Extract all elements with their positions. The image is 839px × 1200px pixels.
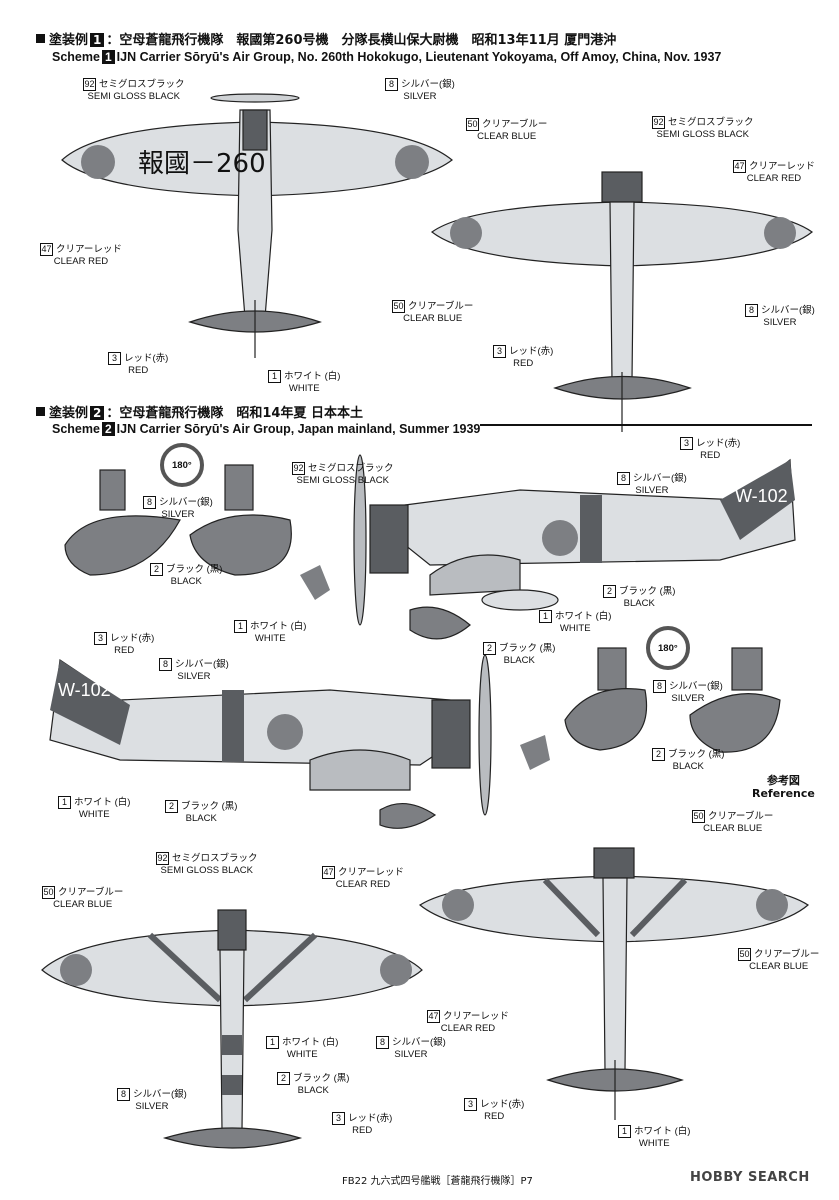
watermark: HOBBY SEARCH bbox=[690, 1170, 810, 1185]
bullet-square-icon bbox=[36, 34, 45, 43]
scheme2-jp-prefix: 塗装例 bbox=[49, 406, 89, 421]
scheme2-side-view-a: W-102 bbox=[353, 454, 796, 640]
scheme2-side-view-b: W-102 bbox=[49, 654, 492, 829]
scheme1-jp-prefix: 塗装例 bbox=[49, 33, 89, 48]
wing-marking: 報國－260 bbox=[138, 149, 266, 179]
hinomaru-right bbox=[395, 145, 429, 179]
scheme1-top-view: 報國－260 bbox=[61, 93, 453, 358]
hinomaru-left bbox=[81, 145, 115, 179]
tail-code-a: W-102 bbox=[735, 486, 788, 506]
tail-code-b: W-102 bbox=[58, 680, 111, 700]
reference-label: 参考図 Reference bbox=[752, 774, 815, 800]
scheme1-number: 1 bbox=[90, 33, 105, 47]
direction-arrows bbox=[300, 565, 550, 770]
scheme1-en-prefix: Scheme bbox=[52, 50, 100, 64]
scheme1-en-number: 1 bbox=[101, 50, 115, 64]
reference-en: Reference bbox=[752, 787, 815, 800]
scheme2-number: 2 bbox=[90, 406, 105, 420]
page-footer: FB22 九六式四号艦戦［蒼龍飛行機隊］P7 bbox=[342, 1176, 533, 1187]
scheme1-bottom-view bbox=[430, 171, 813, 432]
scheme2-jp-text: ：空母蒼龍飛行機隊 昭和14年夏 日本本土 bbox=[106, 406, 363, 421]
reference-jp: 参考図 bbox=[766, 774, 800, 787]
rotate-arrows bbox=[160, 443, 690, 670]
scheme2-bottom-view bbox=[418, 847, 809, 1120]
scheme2-en-prefix: Scheme bbox=[52, 422, 100, 436]
rotate-180-a: 180° bbox=[172, 460, 192, 471]
scheme2-en-number: 2 bbox=[101, 422, 115, 436]
scheme2-top-view bbox=[41, 909, 423, 1149]
wheel-spats bbox=[64, 464, 781, 753]
bullet-square-icon bbox=[36, 407, 45, 416]
scheme1-en-text: IJN Carrier Sōryū's Air Group, No. 260th… bbox=[116, 50, 722, 64]
scheme2-en-text: IJN Carrier Sōryū's Air Group, Japan mai… bbox=[116, 422, 481, 436]
rotate-180-b: 180° bbox=[658, 643, 678, 654]
scheme1-jp-text: ：空母蒼龍飛行機隊 報國第260号機 分隊長横山保大尉機 昭和13年11月 厦門… bbox=[106, 33, 617, 48]
